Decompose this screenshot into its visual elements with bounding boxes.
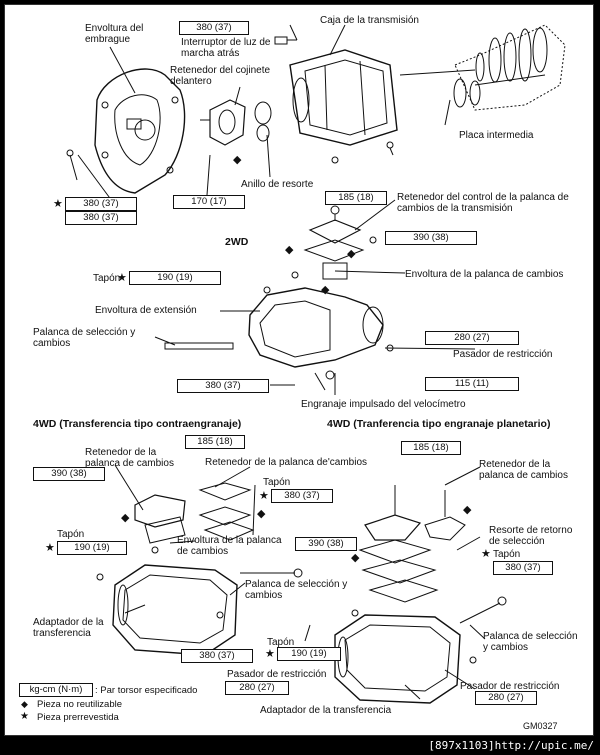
label-restrict-pin-2wd: Pasador de restricción bbox=[453, 349, 553, 360]
heading-4wd-planetary: 4WD (Tranferencia tipo engranaje planeta… bbox=[327, 418, 551, 430]
torque-box: 280 (27) bbox=[225, 681, 289, 695]
torque-box: 170 (17) bbox=[173, 195, 245, 209]
label-select-lever-r: Palanca de selección y cambios bbox=[483, 631, 578, 653]
label-transmission-case: Caja de la transmisión bbox=[320, 15, 419, 26]
diamond-icon: ◆ bbox=[463, 504, 472, 516]
figure-stamp: GM0327 bbox=[523, 721, 558, 731]
label-extension-housing: Envoltura de extensión bbox=[95, 305, 197, 316]
diamond-icon: ◆ bbox=[347, 248, 356, 260]
label-snap-ring: Anillo de resorte bbox=[241, 179, 314, 190]
label-select-lever-l: Palanca de selección y cambios bbox=[245, 579, 348, 601]
label-plug-2wd: Tapón bbox=[93, 273, 121, 284]
torque-box: 380 (37) bbox=[177, 379, 269, 393]
label-plug-l1: Tapón bbox=[263, 477, 291, 488]
label-transfer-adapter-r: Adaptador de la transferencia bbox=[260, 705, 392, 716]
heading-4wd-counter: 4WD (Transferencia tipo contraengranaje) bbox=[33, 418, 242, 430]
label-shift-control-retainer: Retenedor del control de la palanca de c… bbox=[397, 192, 569, 214]
torque-box: 190 (19) bbox=[277, 647, 341, 661]
label-speedo-gear: Engranaje impulsado del velocímetro bbox=[301, 399, 466, 410]
torque-box: 380 (37) bbox=[181, 649, 253, 663]
torque-box: 185 (18) bbox=[401, 441, 461, 455]
label-shift-retainer-l: Retenedor de la palanca de cambios bbox=[85, 447, 174, 469]
torque-box: 115 (11) bbox=[425, 377, 519, 391]
legend-unit-box: kg-cm (N·m) bbox=[19, 683, 93, 697]
diamond-icon: ◆ bbox=[121, 512, 130, 524]
legend-star-desc: Pieza prerrevestida bbox=[37, 712, 119, 723]
footer-text: [897x1103]http://upic.me/ bbox=[428, 739, 594, 752]
star-icon: ★ bbox=[481, 548, 491, 560]
diamond-icon: ◆ bbox=[321, 284, 330, 296]
torque-box: 390 (38) bbox=[385, 231, 477, 245]
diamond-icon: ◆ bbox=[285, 244, 294, 256]
torque-box: 380 (37) bbox=[179, 21, 249, 35]
star-icon: ★ bbox=[259, 490, 269, 502]
torque-box: 280 (27) bbox=[425, 331, 519, 345]
exploded-view-drawing bbox=[66, 24, 566, 704]
label-plug-l2: Tapón bbox=[57, 529, 85, 540]
label-plug-r: Tapón bbox=[493, 549, 521, 560]
label-transfer-adapter-l: Adaptador de la transferencia bbox=[33, 617, 104, 639]
torque-box: 190 (19) bbox=[57, 541, 127, 555]
diamond-icon: ◆ bbox=[21, 699, 28, 709]
label-select-lever-2wd: Palanca de selección y cambios bbox=[33, 327, 136, 349]
diamond-icon: ◆ bbox=[233, 154, 242, 166]
label-front-bearing-retainer: Retenedor del cojinete delantero bbox=[170, 65, 271, 87]
torque-box: 390 (38) bbox=[33, 467, 105, 481]
torque-box: 390 (38) bbox=[295, 537, 357, 551]
star-icon: ★ bbox=[117, 272, 127, 284]
label-return-spring-r: Resorte de retorno de selección bbox=[489, 525, 573, 547]
label-clutch-housing: Envoltura del embrague bbox=[85, 23, 144, 45]
label-shift-retainer-r: Retenedor de la palanca de cambios bbox=[479, 459, 568, 481]
torque-box: 380 (37) bbox=[271, 489, 333, 503]
label-plug-l3: Tapón bbox=[267, 637, 295, 648]
label-restrict-pin-r: Pasador de restricción bbox=[460, 681, 560, 692]
legend-unit-desc: : Par torsor especificado bbox=[95, 685, 198, 696]
label-restrict-pin-l: Pasador de restricción bbox=[227, 669, 327, 680]
torque-box: 380 (37) bbox=[65, 197, 137, 211]
label-backup-switch: Interruptor de luz de marcha atrás bbox=[181, 37, 271, 59]
star-icon: ★ bbox=[20, 711, 29, 722]
legend-diamond-desc: Pieza no reutilizable bbox=[37, 699, 123, 710]
torque-box: 185 (18) bbox=[325, 191, 387, 205]
label-intermediate-plate: Placa intermedia bbox=[459, 130, 534, 141]
diamond-icon: ◆ bbox=[257, 508, 266, 520]
torque-box: 190 (19) bbox=[129, 271, 221, 285]
diamond-icon: ◆ bbox=[351, 552, 360, 564]
label-shift-lever-housing-2wd: Envoltura de la palanca de cambios bbox=[405, 269, 564, 280]
torque-box: 380 (37) bbox=[493, 561, 553, 575]
diagram-sheet: Envoltura del embrague Interruptor de lu… bbox=[4, 4, 594, 736]
star-icon: ★ bbox=[45, 542, 55, 554]
torque-box: 380 (37) bbox=[65, 211, 137, 225]
star-icon: ★ bbox=[53, 198, 63, 210]
label-shift-lever-housing-l: Envoltura de la palanca de cambios bbox=[177, 535, 282, 557]
heading-2wd: 2WD bbox=[225, 236, 249, 248]
torque-box: 280 (27) bbox=[475, 691, 537, 705]
label-shift-retainer-l2: Retenedor de la palanca de'cambios bbox=[205, 457, 368, 468]
torque-box: 185 (18) bbox=[185, 435, 245, 449]
star-icon: ★ bbox=[265, 648, 275, 660]
footer-bar: [897x1103]http://upic.me/ bbox=[0, 736, 600, 755]
